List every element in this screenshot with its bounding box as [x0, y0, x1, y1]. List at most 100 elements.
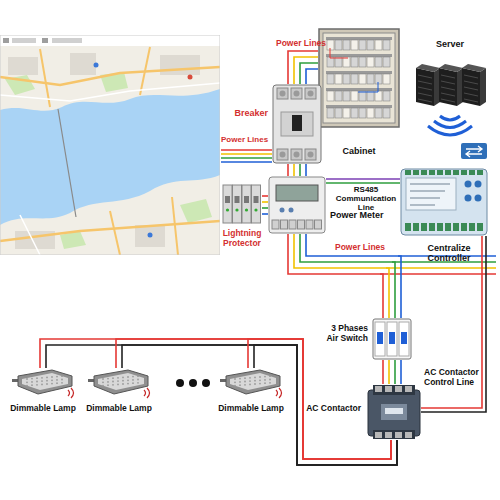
drawing-part	[0, 35, 220, 255]
drawing-part	[373, 430, 415, 439]
breaker-drawing	[272, 84, 322, 164]
wire-line	[46, 345, 397, 465]
drawing-part	[429, 223, 435, 231]
drawing-part	[410, 204, 435, 206]
drawing-part	[445, 170, 451, 175]
drawing-part	[326, 105, 392, 108]
drawing-part	[107, 384, 109, 386]
drawing-part	[462, 68, 480, 106]
drawing-part	[466, 146, 482, 152]
drawing-part	[406, 178, 456, 210]
drawing-part	[437, 223, 443, 231]
drawing-part	[0, 67, 220, 85]
drawing-part	[413, 170, 419, 175]
drawing-part	[31, 384, 33, 386]
drawing-part	[291, 88, 302, 99]
drawing-part	[122, 380, 124, 382]
drawing-part	[410, 197, 440, 199]
drawing-part	[335, 74, 342, 84]
drawing-part	[22, 373, 68, 390]
street-map	[0, 35, 220, 255]
drawing-part	[306, 220, 313, 229]
drawing-part	[421, 223, 427, 231]
drawing-part	[335, 40, 342, 50]
node-label: Dimmable Lamp	[6, 404, 80, 414]
drawing-part	[464, 87, 478, 90]
drawing-part	[8, 57, 38, 75]
drawing-part	[439, 64, 463, 72]
drawing-part	[112, 377, 114, 379]
wire-label: Power Lines	[221, 136, 273, 145]
drawing-part	[31, 378, 33, 380]
drawing-part	[416, 64, 440, 72]
drawing-part	[395, 432, 402, 438]
protector-drawing	[222, 182, 262, 226]
drawing-part	[385, 408, 403, 414]
node-label: AC Contactor	[303, 404, 361, 414]
drawing-part	[71, 388, 74, 398]
drawing-part	[42, 38, 48, 43]
drawing-part	[221, 153, 272, 155]
drawing-part	[289, 208, 294, 213]
drawing-part	[272, 220, 279, 229]
wire-line	[262, 201, 268, 203]
node-label: Breaker	[226, 108, 268, 118]
node-label: Dimmable Lamp	[82, 404, 156, 414]
wire-line	[421, 236, 486, 412]
drawing-part	[110, 211, 120, 255]
wire-line	[287, 164, 289, 176]
drawing-part	[291, 149, 302, 160]
drawing-part	[335, 108, 342, 118]
drawing-part	[132, 382, 134, 384]
dimmable-lamp: Dimmable Lamp	[12, 368, 74, 398]
drawing-part	[102, 385, 104, 387]
drawing-part	[46, 380, 48, 382]
drawing-part	[140, 47, 150, 95]
drawing-part	[385, 386, 392, 392]
drawing-part	[221, 161, 272, 163]
drawing-part	[180, 199, 212, 223]
drawing-part	[221, 157, 272, 159]
lamp-drawing	[220, 368, 282, 398]
drawing-part	[221, 149, 272, 151]
wire-line	[122, 345, 397, 465]
drawing-part	[294, 91, 300, 97]
drawing-part	[383, 108, 390, 118]
drawing-part	[276, 390, 278, 396]
drawing-part	[375, 108, 382, 118]
contactor-drawing	[367, 384, 421, 440]
drawing-part	[249, 380, 251, 382]
drawing-part	[477, 170, 483, 175]
power-meter: Power Meter	[268, 176, 326, 234]
drawing-part	[259, 383, 261, 385]
drawing-part	[254, 208, 257, 211]
drawing-part	[61, 379, 63, 381]
drawing-part	[358, 82, 378, 92]
drawing-part	[234, 381, 236, 383]
node-label: Lightning Protector	[214, 229, 270, 248]
drawing-part	[464, 93, 478, 96]
drawing-part	[441, 81, 455, 84]
drawing-part	[269, 375, 271, 377]
drawing-part	[323, 33, 395, 123]
drawing-part	[465, 195, 472, 202]
drawing-part	[112, 384, 114, 386]
drawing-part	[327, 108, 334, 118]
drawing-part	[480, 68, 486, 106]
drawing-part	[413, 223, 419, 231]
drawing-part	[137, 379, 139, 381]
drawing-part	[469, 170, 475, 175]
drawing-part	[383, 57, 390, 67]
drawing-part	[375, 57, 382, 67]
drawing-part	[51, 379, 53, 381]
drawing-part	[249, 377, 251, 379]
drawing-part	[399, 322, 409, 356]
drawing-part	[36, 381, 38, 383]
drawing-part	[244, 377, 246, 379]
drawing-part	[351, 91, 358, 101]
server-drawing	[412, 58, 488, 108]
drawing-part	[94, 370, 148, 394]
drawing-part	[308, 91, 314, 97]
drawing-part	[46, 383, 48, 385]
